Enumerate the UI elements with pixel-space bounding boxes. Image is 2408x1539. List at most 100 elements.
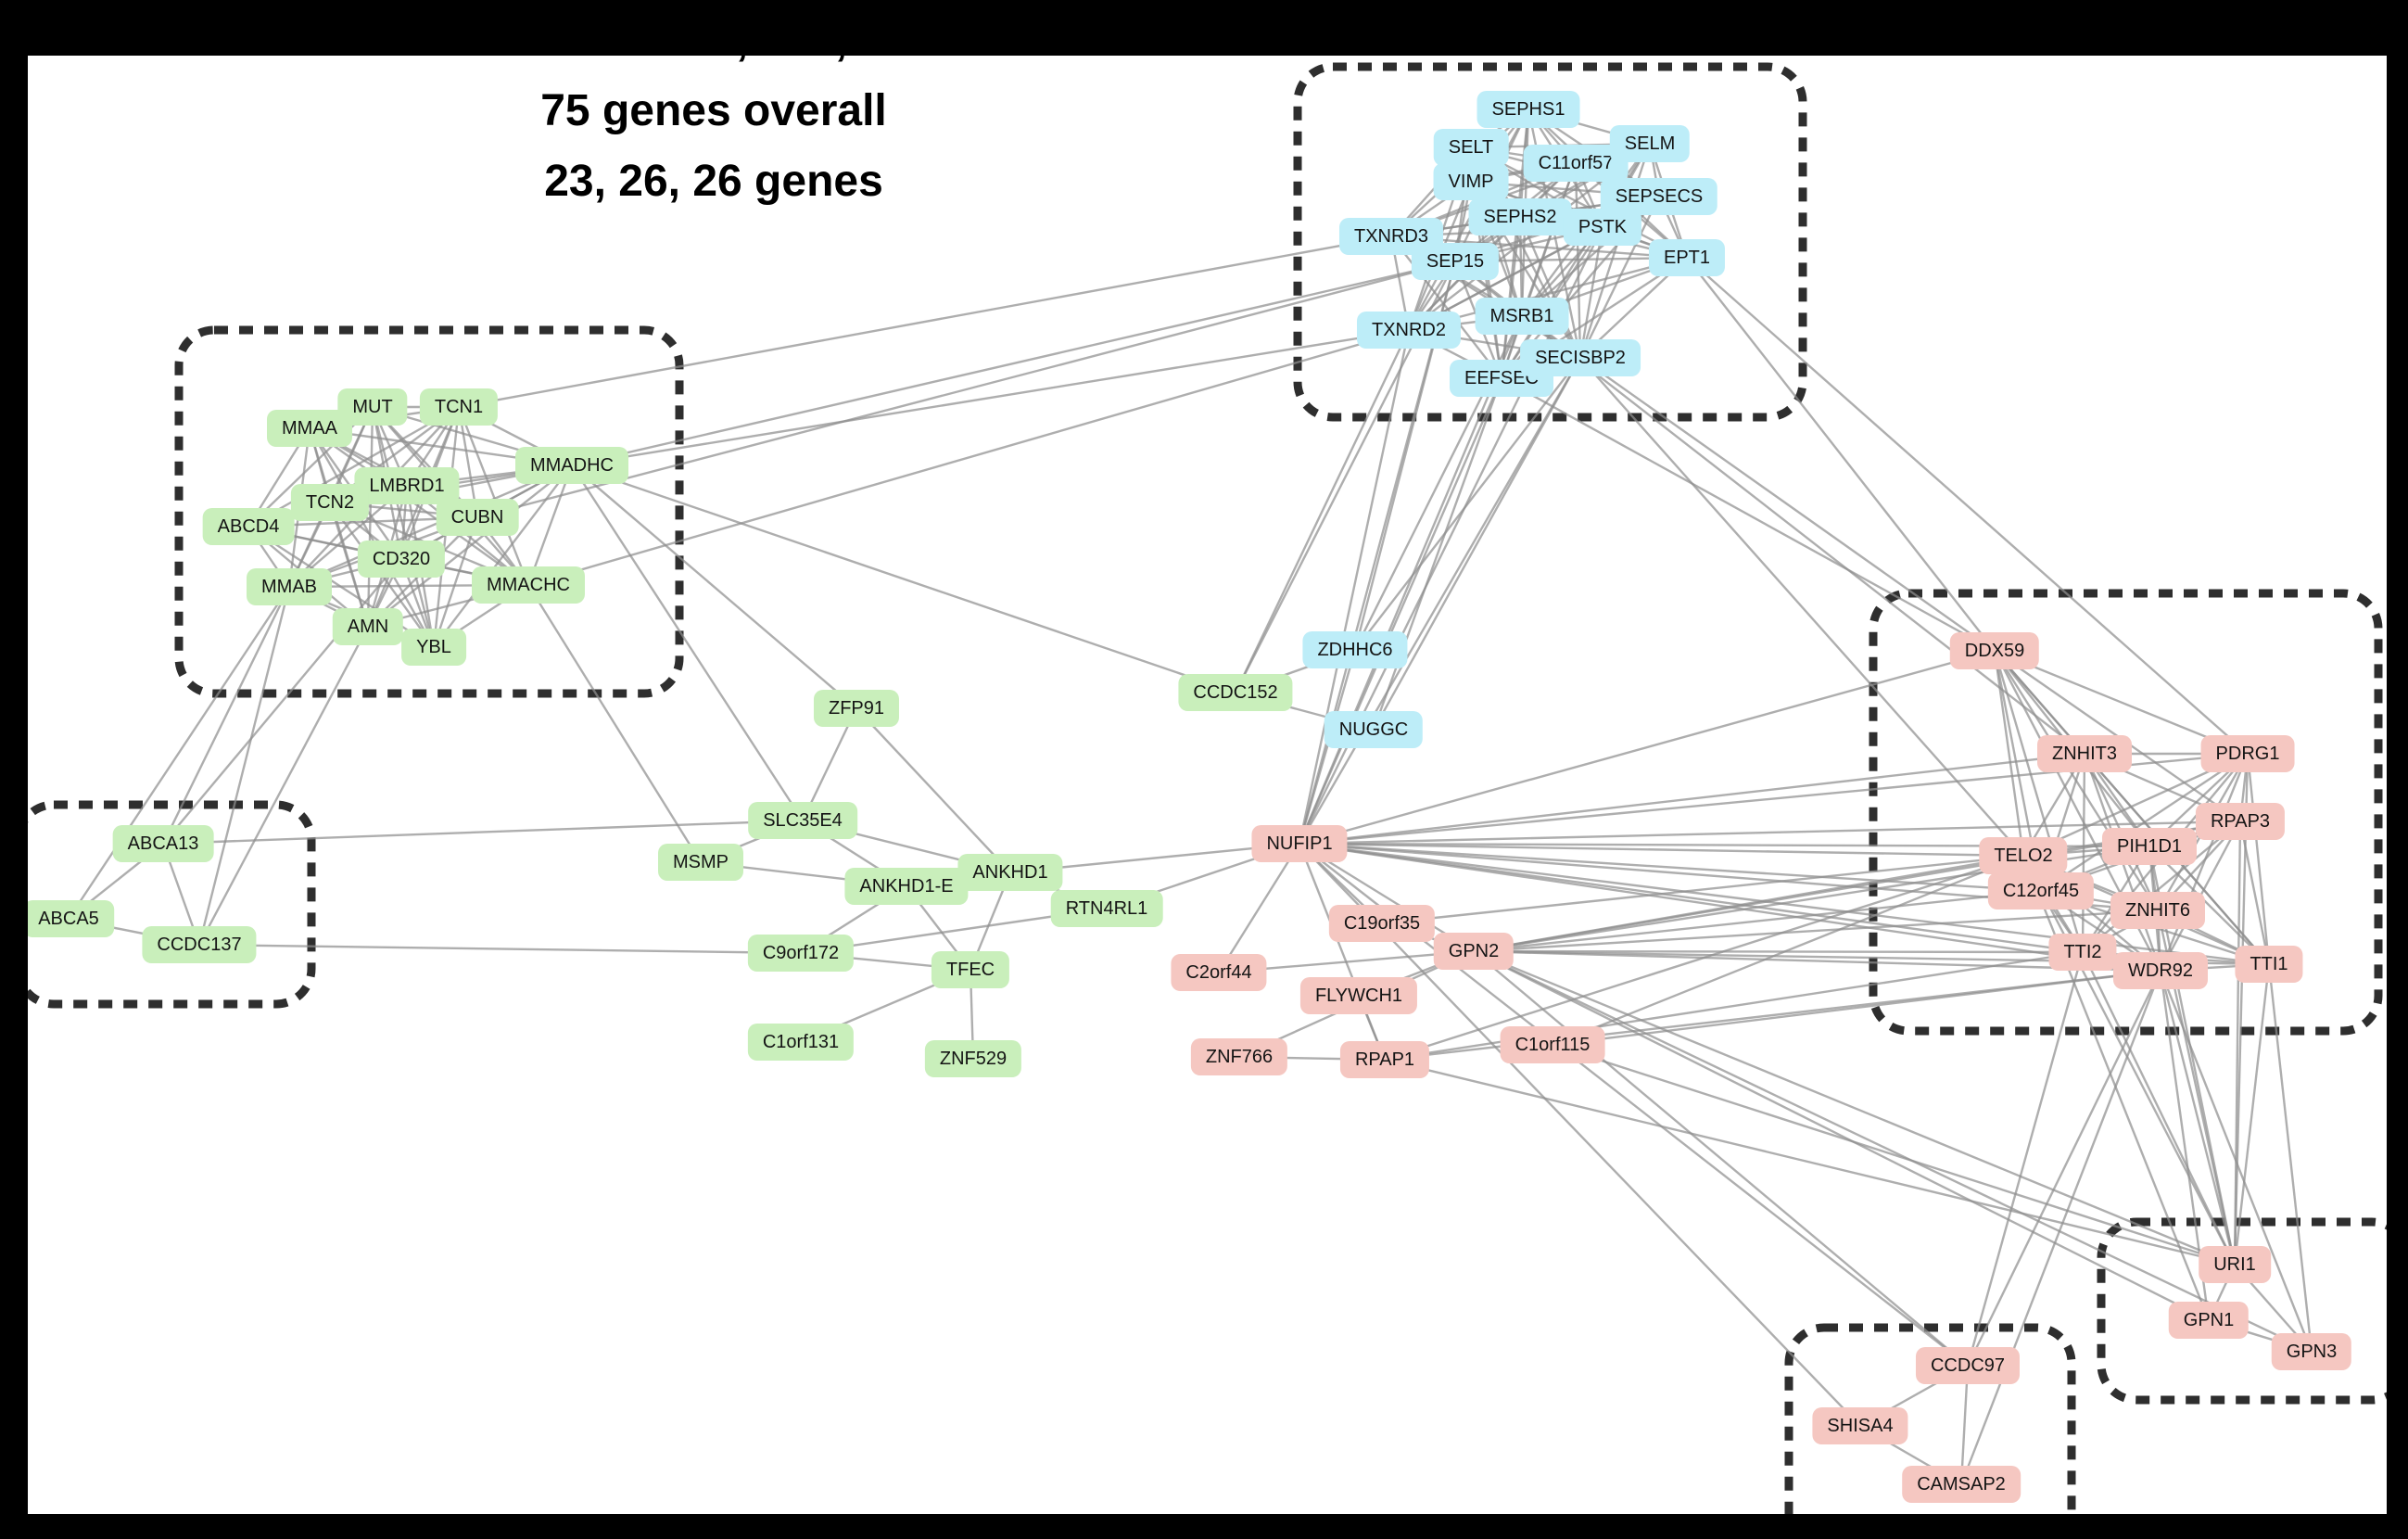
node-TTI2[interactable]: TTI2 [2048, 934, 2117, 971]
edge-TCN1-TXNRD3 [458, 235, 1392, 409]
edge-CCDC97-WDR92 [1966, 970, 2162, 1367]
node-TCN1[interactable]: TCN1 [419, 388, 499, 426]
node-MMAB[interactable]: MMAB [247, 568, 332, 605]
node-DDX59[interactable]: DDX59 [1949, 632, 2040, 669]
node-URI1[interactable]: URI1 [2199, 1246, 2271, 1283]
node-SELM[interactable]: SELM [1609, 125, 1691, 162]
node-PSTK[interactable]: PSTK [1563, 209, 1642, 246]
node-MSMP[interactable]: MSMP [658, 844, 743, 881]
edge-MMACHC-MSMP [526, 584, 703, 863]
node-ZFP91[interactable]: ZFP91 [813, 690, 900, 727]
node-C19orf35[interactable]: C19orf35 [1328, 905, 1436, 942]
edge-MMADHC-YBL [433, 464, 573, 648]
node-MMACHC[interactable]: MMACHC [472, 566, 585, 604]
node-ZNF529[interactable]: ZNF529 [924, 1040, 1022, 1077]
edge-ABCA13-SLC35E4 [162, 819, 804, 846]
node-TCN2[interactable]: TCN2 [290, 484, 370, 521]
edge-GPN2-GPN1 [1473, 949, 2210, 1322]
node-CUBN[interactable]: CUBN [436, 499, 519, 536]
edge-DDX59-TELO2 [1993, 650, 2025, 857]
node-ANKHD1E[interactable]: ANKHD1-E [844, 868, 969, 905]
node-WDR92[interactable]: WDR92 [2112, 952, 2209, 989]
node-EPT1[interactable]: EPT1 [1648, 239, 1726, 276]
node-GPN3[interactable]: GPN3 [2271, 1333, 2352, 1370]
node-FLYWCH1[interactable]: FLYWCH1 [1299, 977, 1418, 1014]
edge-MMADHC-TXNRD2 [571, 328, 1410, 467]
node-GPN1[interactable]: GPN1 [2168, 1302, 2250, 1339]
edge-MMADHC-MMAB [288, 464, 573, 589]
edge-C19orf35-TELO2 [1381, 854, 2024, 925]
node-ABCA5[interactable]: ABCA5 [23, 900, 114, 937]
edge-ZFP91-ANKHD1 [855, 707, 1011, 873]
node-TELO2[interactable]: TELO2 [1979, 837, 2068, 874]
edge-NUGGC-EEFSEC [1372, 377, 1503, 731]
edge-GPN2-C12orf45 [1473, 889, 2042, 953]
node-SEPHS2[interactable]: SEPHS2 [1468, 198, 1572, 235]
node-MMAA[interactable]: MMAA [267, 410, 352, 447]
node-ZNF766[interactable]: ZNF766 [1190, 1038, 1288, 1075]
node-MSRB1[interactable]: MSRB1 [1475, 298, 1569, 335]
edge-GPN3-TTI1 [2267, 963, 2313, 1353]
node-YBL[interactable]: YBL [401, 629, 466, 666]
node-TXNRD2[interactable]: TXNRD2 [1356, 312, 1462, 349]
node-NUFIP1[interactable]: NUFIP1 [1251, 825, 1348, 862]
edge-NUFIP1-TTI2 [1299, 842, 2084, 954]
node-CCDC97[interactable]: CCDC97 [1915, 1347, 2021, 1384]
edge-RPAP3-TTI2 [2082, 820, 2241, 953]
node-C9orf172[interactable]: C9orf172 [747, 935, 855, 972]
node-PIH1D1[interactable]: PIH1D1 [2101, 828, 2198, 865]
node-AMN[interactable]: AMN [332, 608, 404, 645]
node-SEP15[interactable]: SEP15 [1411, 243, 1500, 280]
edge-CD320-ABCA13 [162, 558, 402, 845]
node-NUGGC[interactable]: NUGGC [1324, 711, 1424, 748]
edge-CCDC97-TTI2 [1966, 951, 2085, 1367]
node-SHISA4[interactable]: SHISA4 [1812, 1407, 1908, 1444]
node-RPAP3[interactable]: RPAP3 [2195, 803, 2286, 840]
edge-AMN-CCDC137 [197, 626, 370, 946]
node-CCDC152[interactable]: CCDC152 [1178, 674, 1293, 711]
edge-MMAB-ABCA13 [161, 586, 291, 845]
node-ZDHHC6[interactable]: ZDHHC6 [1302, 631, 1408, 668]
node-CD320[interactable]: CD320 [357, 541, 446, 578]
node-ZNHIT6[interactable]: ZNHIT6 [2110, 892, 2205, 929]
node-CAMSAP2[interactable]: CAMSAP2 [1902, 1466, 2021, 1503]
edge-NUFIP1-TXNRD2 [1298, 329, 1411, 845]
node-SECISBP2[interactable]: SECISBP2 [1520, 339, 1641, 376]
edge-NUFIP1-TELO2 [1299, 842, 2024, 858]
node-LMBRD1[interactable]: LMBRD1 [354, 467, 460, 504]
node-SLC35E4[interactable]: SLC35E4 [748, 802, 857, 839]
title-line-genes-per-module: 23, 26, 26 genes [544, 157, 883, 206]
edge-C1orf115-WDR92 [1552, 969, 2161, 1047]
node-C11orf57[interactable]: C11orf57 [1523, 145, 1629, 182]
edge-GPN3-WDR92 [2159, 970, 2313, 1353]
node-C2orf44[interactable]: C2orf44 [1171, 954, 1267, 991]
edge-C2orf44-NUFIP1 [1217, 843, 1301, 973]
node-ZNHIT3[interactable]: ZNHIT3 [2037, 735, 2132, 772]
node-MMADHC[interactable]: MMADHC [515, 447, 628, 484]
node-VIMP[interactable]: VIMP [1433, 163, 1509, 200]
node-PDRG1[interactable]: PDRG1 [2200, 735, 2295, 772]
edge-MMADHC-AMN [367, 464, 573, 628]
node-TTI1[interactable]: TTI1 [2235, 946, 2303, 983]
edge-URI1-TELO2 [2021, 855, 2237, 1266]
edge-SELT-EPT1 [1470, 146, 1688, 260]
node-RPAP1[interactable]: RPAP1 [1339, 1041, 1430, 1078]
node-TFEC[interactable]: TFEC [931, 951, 1010, 988]
node-ABCA13[interactable]: ABCA13 [112, 825, 214, 862]
node-RTN4RL1[interactable]: RTN4RL1 [1050, 890, 1163, 927]
edge-MMAB-CCDC137 [197, 586, 291, 946]
node-C1orf115[interactable]: C1orf115 [1500, 1026, 1605, 1063]
node-SEPHS1[interactable]: SEPHS1 [1476, 91, 1580, 128]
frame-bar-bottom [0, 1514, 2408, 1539]
node-C12orf45[interactable]: C12orf45 [1987, 872, 2095, 909]
title-line-genes-overall: 75 genes overall [540, 86, 887, 135]
node-C1orf131[interactable]: C1orf131 [747, 1024, 855, 1061]
node-CCDC137[interactable]: CCDC137 [142, 926, 257, 963]
node-ABCD4[interactable]: ABCD4 [202, 508, 295, 545]
node-GPN2[interactable]: GPN2 [1433, 933, 1515, 970]
edge-EPT1-PDRG1 [1686, 257, 2249, 755]
node-ANKHD1[interactable]: ANKHD1 [957, 854, 1063, 891]
node-SELT[interactable]: SELT [1433, 129, 1509, 166]
